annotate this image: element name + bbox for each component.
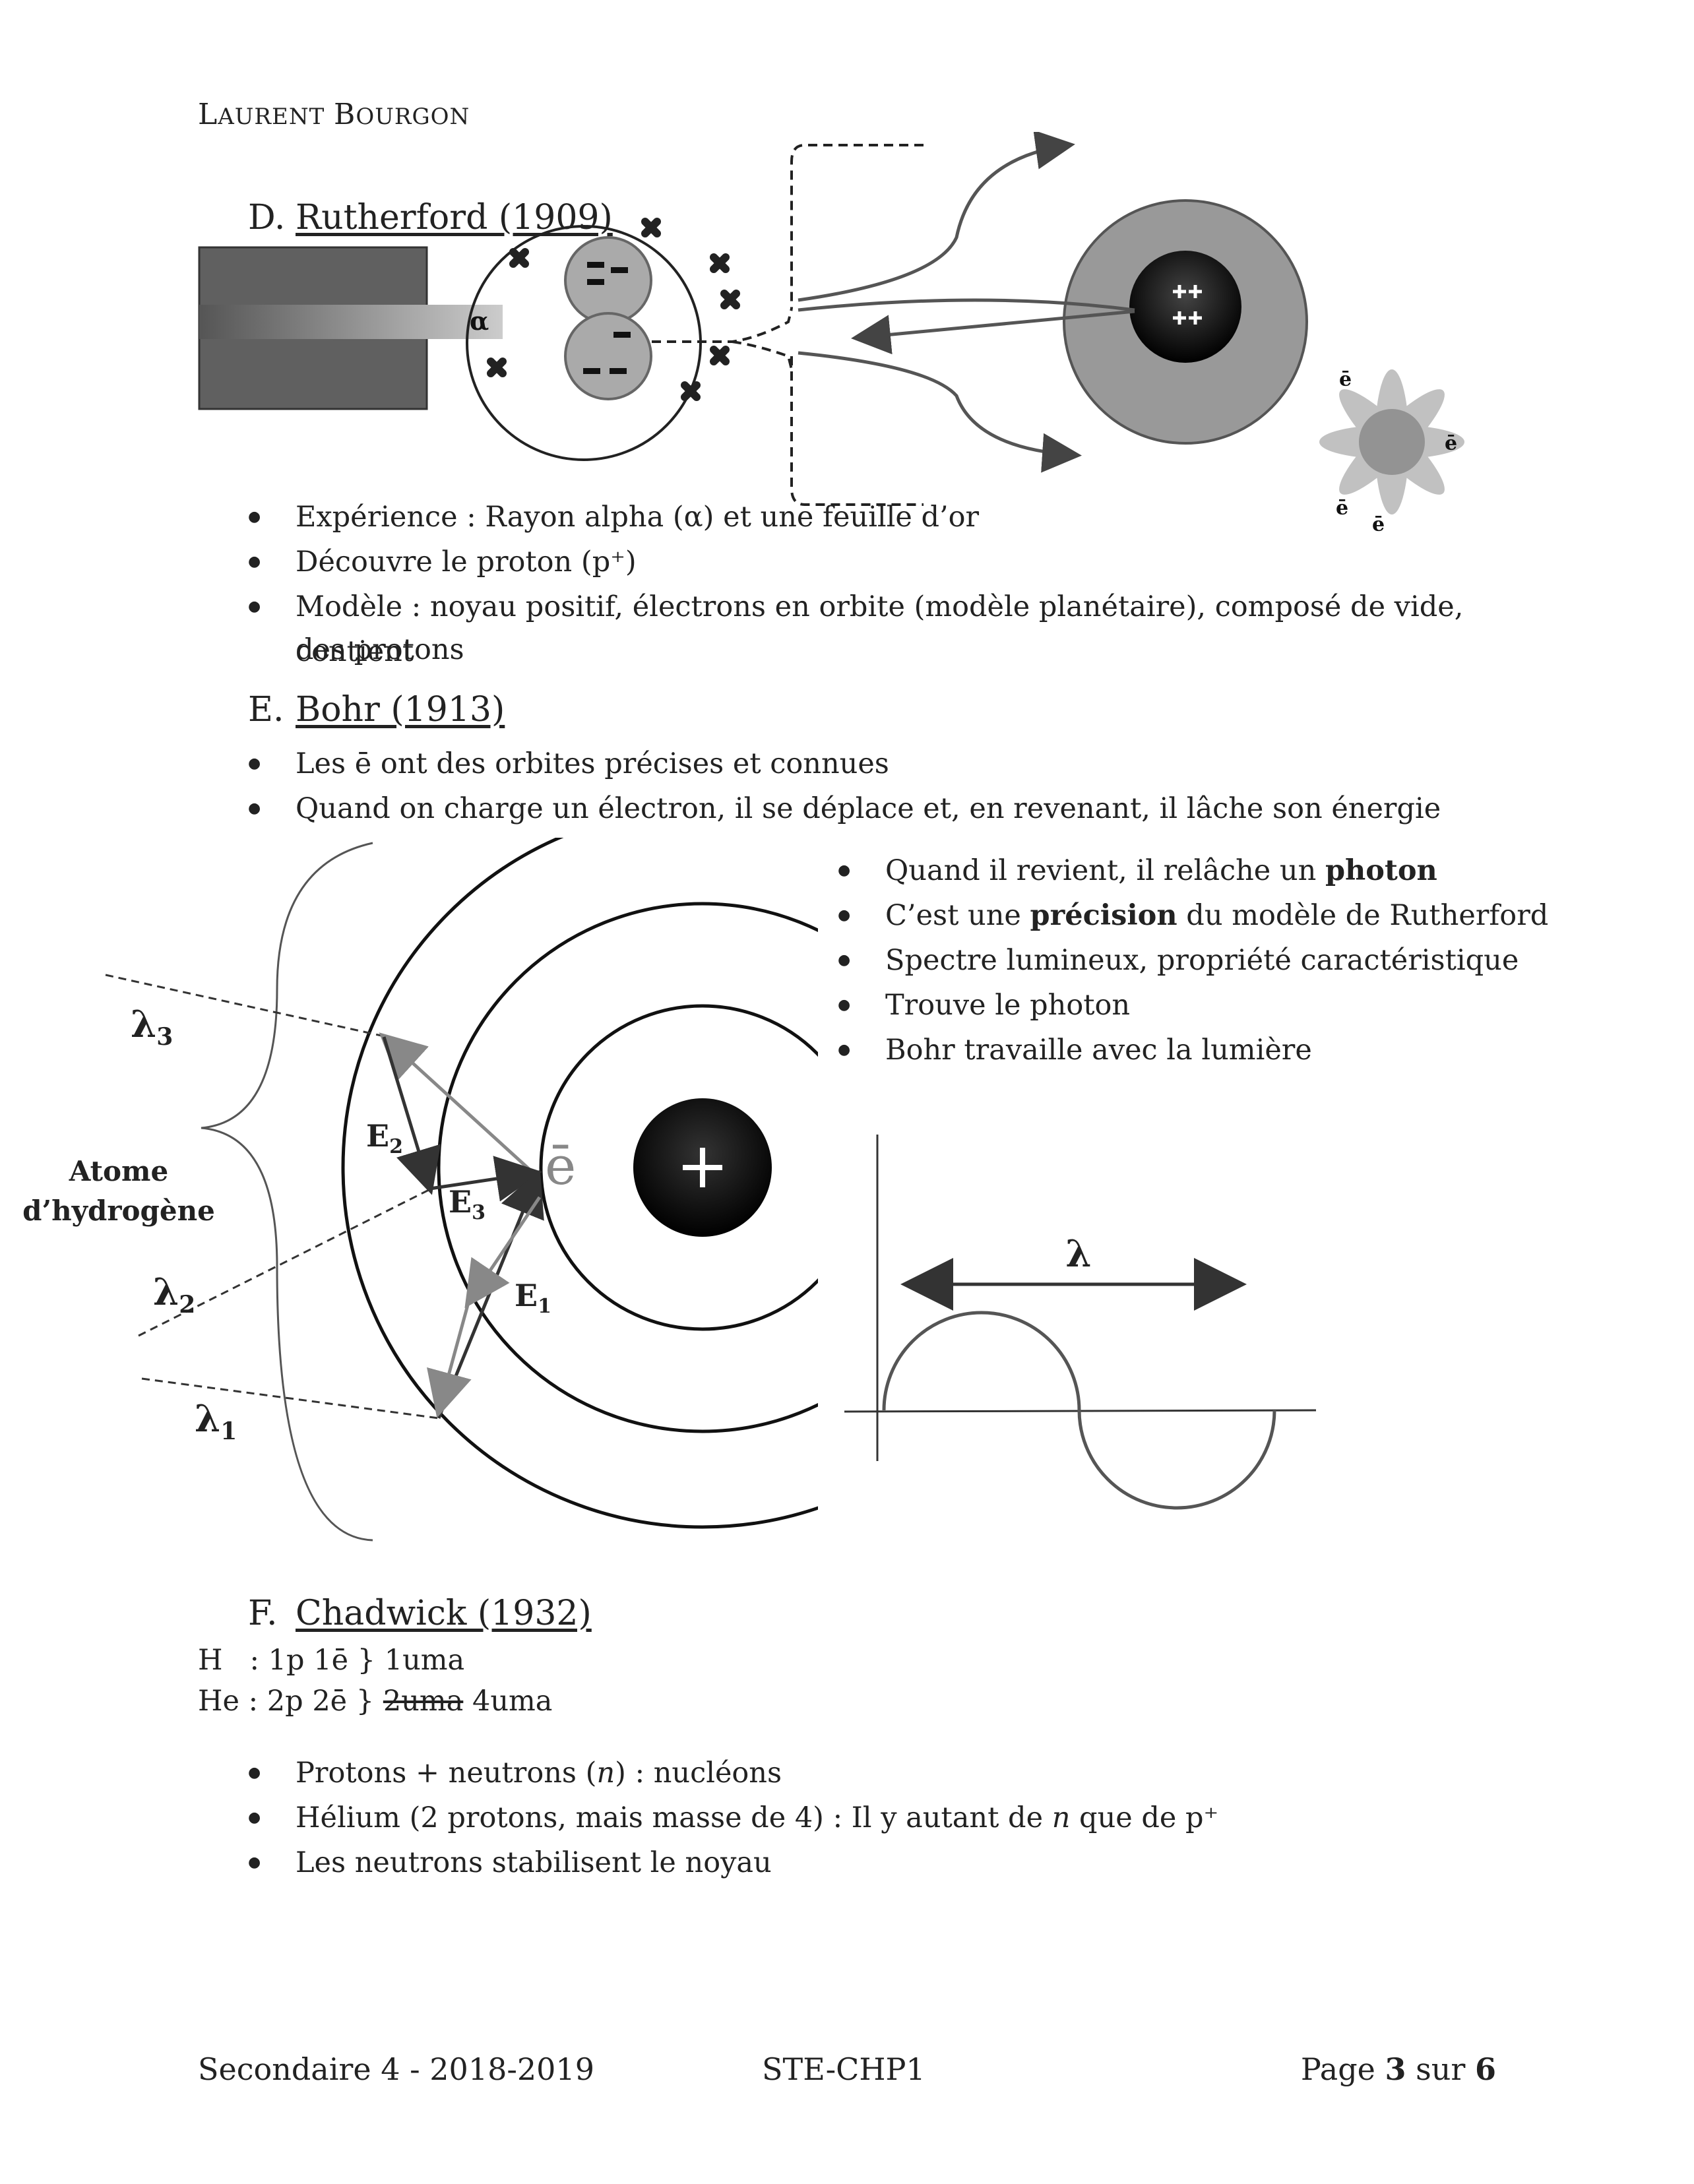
section-letter: F. — [248, 1594, 278, 1633]
minus-signs — [583, 262, 631, 374]
electron-label-1: ē — [1339, 368, 1352, 391]
alpha-beam — [199, 305, 503, 339]
brace — [201, 842, 373, 1542]
list-item: Spectre lumineux, propriété caractéristi… — [838, 938, 1662, 983]
author-last-rest: OURGON — [356, 104, 470, 130]
rutherford-experiment-diagram: α ē ē ē — [198, 132, 1464, 536]
chadwick-bullets: Protons + neutrons (n) : nucléons Hélium… — [248, 1751, 1567, 1885]
section-letter: D. — [248, 198, 286, 237]
list-item: Trouve le photon — [838, 983, 1662, 1028]
list-item: Découvre le proton (p⁺) — [248, 540, 1501, 584]
lambda2-label: λ2 — [153, 1270, 195, 1319]
plus-icon — [683, 1148, 722, 1187]
list-item: Expérience : Rayon alpha (α) et une feui… — [248, 495, 1501, 540]
electron-cloud-atom — [1319, 369, 1464, 515]
bullet-continuation: des protons — [296, 633, 464, 666]
list-item: Les neutrons stabilisent le noyau — [248, 1840, 1567, 1885]
e3-label: E3 — [449, 1184, 486, 1224]
section-name: Rutherford (1909) — [296, 198, 613, 237]
section-letter: E. — [248, 690, 284, 730]
section-name: Chadwick (1932) — [296, 1594, 592, 1633]
list-item: Hélium (2 protons, mais masse de 4) : Il… — [248, 1795, 1567, 1840]
list-item: Quand on charge un électron, il se dépla… — [248, 786, 1567, 831]
list-item: Modèle : noyau positif, électrons en orb… — [248, 584, 1501, 674]
emission-lines — [105, 974, 439, 1420]
author-initial-last: B — [334, 98, 356, 131]
list-item: Bohr travaille avec la lumière — [838, 1028, 1662, 1073]
bohr-model-diagram: Atome d’hydrogène λ3 λ2 λ1 E2 E3 E1 ē λ — [22, 838, 1317, 1542]
list-item: Quand il revient, il relâche un photon — [838, 848, 1662, 893]
footer-page-number: Page 3 sur 6 — [1300, 2051, 1496, 2087]
atom-blob-lower — [564, 312, 652, 400]
footer-left: Secondaire 4 - 2018-2019 — [198, 2051, 594, 2087]
list-item: Les ē ont des orbites précises et connue… — [248, 741, 1567, 786]
section-d-title: D. Rutherford (1909) — [248, 198, 613, 237]
bohr-side-bullets: Quand il revient, il relâche un photon C… — [838, 848, 1662, 1073]
footer-center: STE-CHP1 — [762, 2051, 925, 2087]
foil-x-marks — [487, 218, 740, 401]
e1-label: E1 — [515, 1278, 551, 1318]
gold-nucleus — [1129, 251, 1241, 363]
alpha-label: α — [470, 306, 489, 336]
author-first-rest: AURENT — [218, 104, 325, 130]
list-item: Protons + neutrons (n) : nucléons — [248, 1751, 1567, 1795]
wave-chart: λ — [844, 1135, 1317, 1510]
electron-label: ē — [545, 1135, 576, 1197]
author-initial-first: L — [198, 98, 218, 131]
e2-label: E2 — [366, 1118, 403, 1158]
atom-label-line2: d’hydrogène — [22, 1195, 215, 1227]
lambda3-label: λ3 — [131, 1003, 173, 1051]
bohr-bullets: Les ē ont des orbites précises et connue… — [248, 741, 1567, 831]
rutherford-bullets: Expérience : Rayon alpha (α) et une feui… — [248, 495, 1501, 674]
wavelength-label: λ — [1065, 1232, 1091, 1276]
transition-arrows — [379, 1032, 544, 1419]
hydrogen-composition: H : 1p 1ē } 1uma — [198, 1644, 465, 1677]
nucleus-plus-signs — [1173, 285, 1202, 325]
electron-label-2: ē — [1445, 432, 1457, 455]
section-name: Bohr (1913) — [296, 690, 505, 730]
section-e-title: E. Bohr (1913) — [248, 690, 505, 730]
lambda1-label: λ1 — [195, 1397, 237, 1445]
helium-composition: He : 2p 2ē } 2uma 4uma — [198, 1685, 553, 1718]
atom-label-line1: Atome — [69, 1155, 168, 1187]
section-f-title: F. Chadwick (1932) — [248, 1594, 592, 1633]
list-item: C’est une précision du modèle de Rutherf… — [838, 893, 1662, 938]
wave-curve — [882, 1311, 1276, 1510]
page-header: LAURENT BOURGON — [198, 98, 470, 131]
atom-blob-upper — [564, 236, 652, 325]
